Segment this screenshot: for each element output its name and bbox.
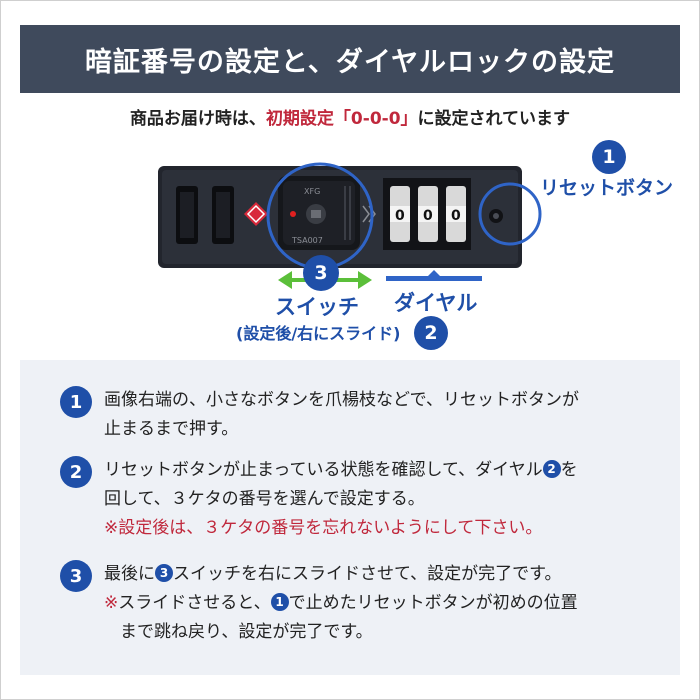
step-1-line1: 画像右端の、小さなボタンを爪楊枝などで、リセットボタンが [104, 390, 579, 410]
step-2-line1-a: リセットボタンが止まっている状態を確認して、ダイヤル [104, 460, 543, 480]
page-title: 暗証番号の設定と、ダイヤルロックの設定 [84, 46, 616, 78]
switch-knob: XFG TSA007 [278, 176, 376, 250]
subtitle-prefix: 商品お届け時は、 [129, 109, 266, 129]
step-3-line2-b: で止めたリセットボタンが初めの位置 [288, 593, 578, 613]
step-3-line3: まで跳ね戻り、設定が完了です。 [120, 622, 373, 642]
svg-text:0: 0 [451, 208, 461, 224]
step-1-line2: 止まるまで押す。 [104, 419, 239, 439]
knob-text-bottom: TSA007 [291, 236, 323, 245]
step-2-line1-b: を [560, 460, 578, 480]
step-2-circled-number: 2 [542, 460, 561, 478]
callout-dial-label: ダイヤル [394, 291, 478, 315]
step-2-badge: 2 [60, 456, 92, 488]
instruction-panel: 1 画像右端の、小さなボタンを爪楊枝などで、リセットボタンが 止まるまで押す。 … [20, 360, 680, 675]
title-bar: 暗証番号の設定と、ダイヤルロックの設定 [20, 25, 680, 93]
subtitle-highlight: 初期設定「0-0-0」 [265, 109, 418, 129]
step-1-text: 画像右端の、小さなボタンを爪楊枝などで、リセットボタンが 止まるまで押す。 [104, 386, 694, 444]
svg-text:0: 0 [395, 208, 405, 224]
step-3-line1-a: 最後に [104, 564, 155, 584]
reset-highlight-ring [478, 182, 542, 246]
step-3-circled-number: 3 [155, 564, 173, 582]
step-2-warning: ※設定後は、３ケタの番号を忘れないようにして下さい。 [104, 518, 543, 538]
dial-underline [386, 276, 482, 281]
callout-dial-number: 2 [414, 316, 448, 350]
subtitle: 商品お届け時は、初期設定「0-0-0」に設定されています [0, 104, 700, 129]
callout-reset-number: 1 [592, 140, 626, 174]
callout-reset-label: リセットボタン [540, 177, 674, 199]
knob-text-top: XFG [304, 187, 320, 196]
step-3-circled-reset: 1 [270, 593, 289, 611]
step-1-badge: 1 [60, 386, 92, 418]
step-2-line2: 回して、３ケタの番号を選んで設定する。 [104, 489, 425, 509]
subtitle-suffix: に設定されています [417, 109, 571, 129]
callout-switch-label: スイッチ [275, 295, 359, 319]
step-3-badge: 3 [60, 560, 92, 592]
callout-switch-number: 3 [303, 255, 339, 291]
lock-illustration: XFG TSA007 0 0 0 [0, 140, 700, 350]
dial-wheels: 0 0 0 [383, 178, 471, 250]
callout-switch-note: (設定後/右にスライド) [236, 324, 401, 343]
tsa-logo-icon [244, 202, 268, 226]
svg-text:0: 0 [423, 208, 433, 224]
step-3-line2-a: スライドさせると、 [118, 593, 271, 613]
step-3-warning-mark: ※ [104, 593, 119, 613]
lock-drawing: XFG TSA007 0 0 0 [158, 162, 542, 289]
step-3-line1-b: スイッチを右にスライドさせて、設定が完了です。 [173, 564, 562, 584]
